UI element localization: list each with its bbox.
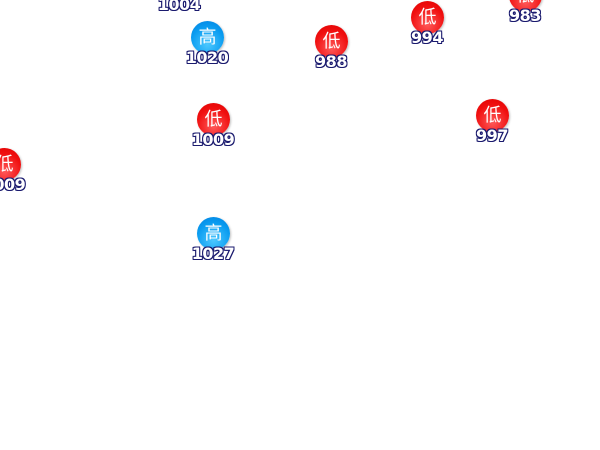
high-pressure-icon: 高	[191, 21, 224, 54]
pressure-value: 997	[476, 126, 508, 145]
pressure-value: 983	[509, 6, 541, 25]
low-pressure-icon: 低	[0, 148, 21, 181]
low-pressure-icon: 低	[509, 0, 542, 12]
pressure-value: 1027	[191, 244, 235, 263]
low-pressure-icon: 低	[476, 99, 509, 132]
pressure-value: 994	[411, 28, 443, 47]
pressure-value: 1009	[0, 175, 26, 194]
pressure-value: 1009	[191, 130, 235, 149]
pressure-value: 988	[315, 52, 347, 71]
low-pressure-icon: 低	[197, 103, 230, 136]
low-pressure-icon: 低	[315, 25, 348, 58]
high-pressure-icon: 高	[197, 217, 230, 250]
low-pressure-icon: 低	[411, 1, 444, 34]
pressure-value: 1020	[185, 48, 229, 67]
pressure-value: 1004	[157, 0, 201, 14]
